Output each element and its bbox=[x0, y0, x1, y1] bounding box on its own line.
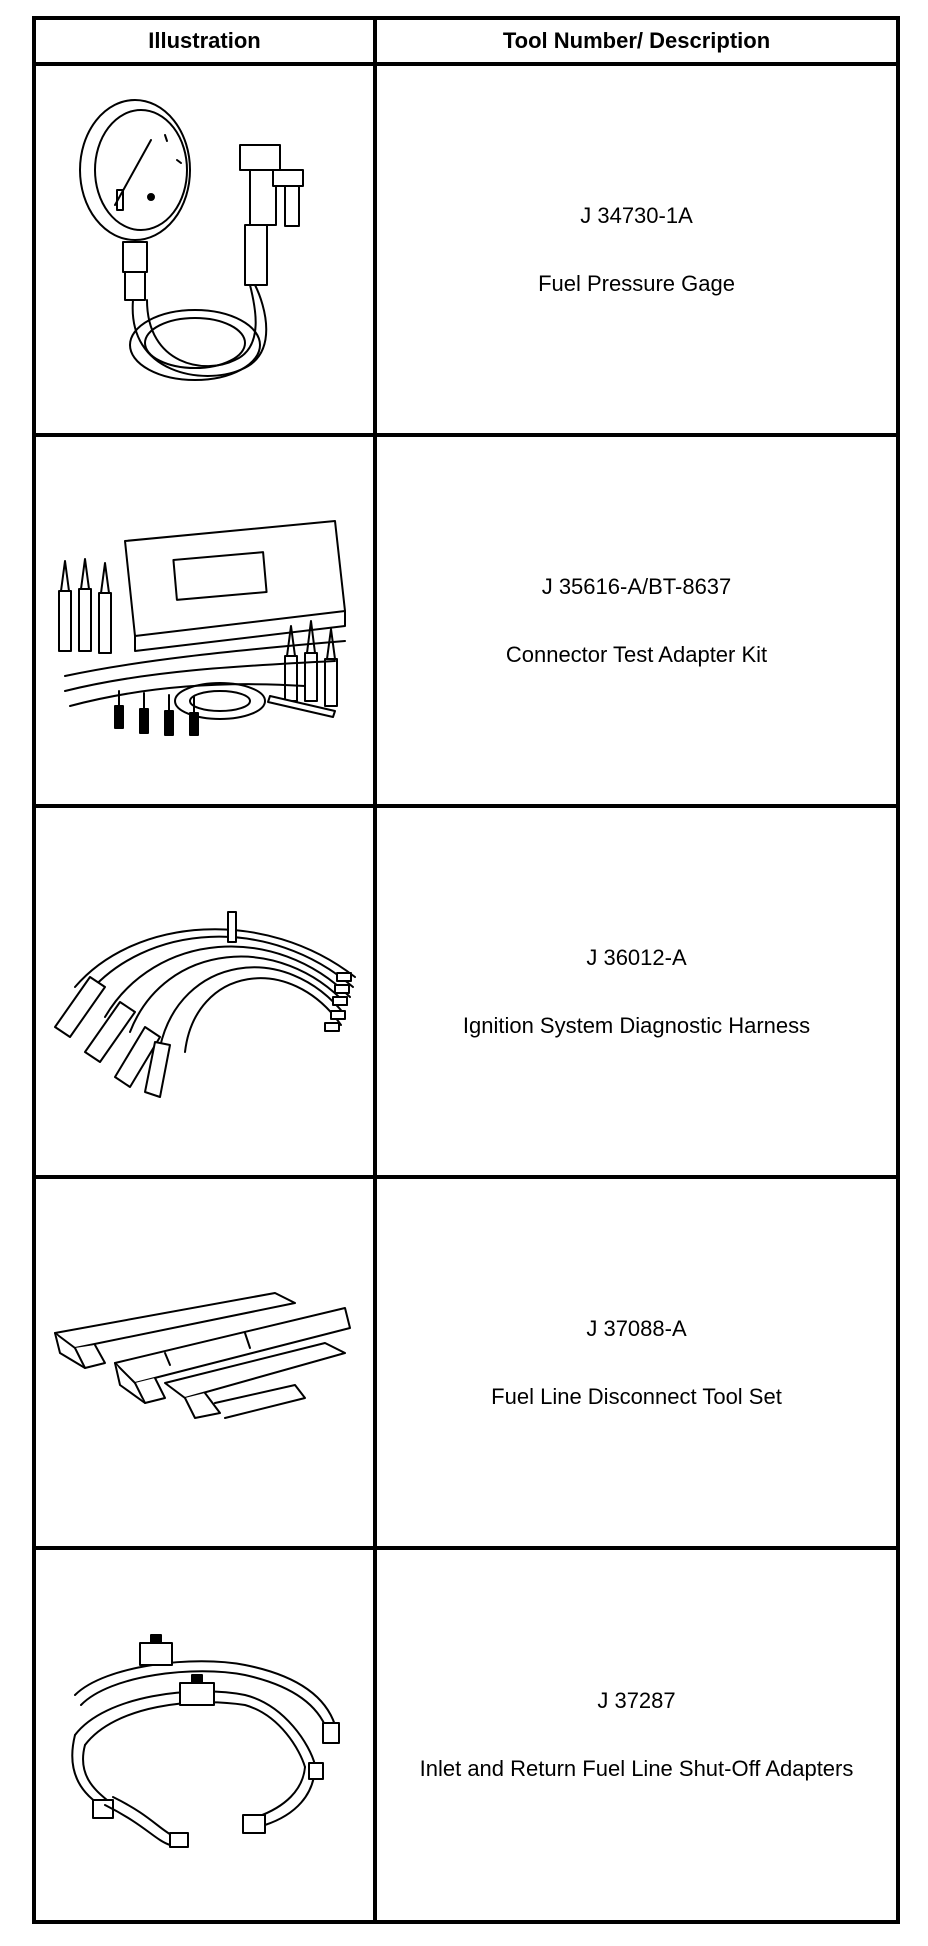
table-row: J 37287 Inlet and Return Fuel Line Shut-… bbox=[36, 1550, 896, 1920]
tool-description: Inlet and Return Fuel Line Shut-Off Adap… bbox=[419, 1756, 854, 1781]
illustration-cell bbox=[36, 808, 377, 1175]
table-row: J 35616-A/BT-8637 Connector Test Adapter… bbox=[36, 437, 896, 808]
tool-number: J 37287 bbox=[597, 1688, 676, 1713]
ignition-harness-icon bbox=[53, 910, 356, 1098]
tool-number: J 34730-1A bbox=[580, 202, 693, 228]
shut-off-adapters-icon bbox=[70, 1634, 340, 1848]
illustration-cell bbox=[36, 437, 377, 804]
tool-description: Connector Test Adapter Kit bbox=[505, 641, 768, 667]
tools-table: Illustration Tool Number/ Description bbox=[32, 16, 900, 1924]
tool-description: Fuel Line Disconnect Tool Set bbox=[491, 1383, 782, 1409]
description-cell: J 35616-A/BT-8637 Connector Test Adapter… bbox=[377, 437, 896, 804]
tool-number: J 35616-A/BT-8637 bbox=[541, 573, 732, 599]
fuel-pressure-gage-icon bbox=[78, 98, 304, 381]
description-cell: J 37088-A Fuel Line Disconnect Tool Set bbox=[377, 1179, 896, 1546]
illustration-cell bbox=[36, 66, 377, 433]
tool-description: Ignition System Diagnostic Harness bbox=[462, 1012, 811, 1038]
tool-number: J 37088-A bbox=[586, 1315, 687, 1341]
header-illustration: Illustration bbox=[36, 20, 377, 62]
table-header: Illustration Tool Number/ Description bbox=[36, 20, 896, 66]
connector-test-adapter-kit-icon bbox=[57, 519, 346, 736]
illustration-cell bbox=[36, 1179, 377, 1546]
fuel-line-disconnect-tool-icon bbox=[53, 1291, 351, 1419]
illustration-cell bbox=[36, 1550, 377, 1920]
tool-description: Fuel Pressure Gage bbox=[538, 270, 735, 296]
description-cell: J 36012-A Ignition System Diagnostic Har… bbox=[377, 808, 896, 1175]
description-cell: J 34730-1A Fuel Pressure Gage bbox=[377, 66, 896, 433]
table-row: J 37088-A Fuel Line Disconnect Tool Set bbox=[36, 1179, 896, 1550]
description-cell: J 37287 Inlet and Return Fuel Line Shut-… bbox=[377, 1550, 896, 1920]
header-description: Tool Number/ Description bbox=[502, 28, 771, 53]
tool-number: J 36012-A bbox=[586, 944, 687, 970]
table-row: J 34730-1A Fuel Pressure Gage bbox=[36, 66, 896, 437]
table-row: J 36012-A Ignition System Diagnostic Har… bbox=[36, 808, 896, 1179]
